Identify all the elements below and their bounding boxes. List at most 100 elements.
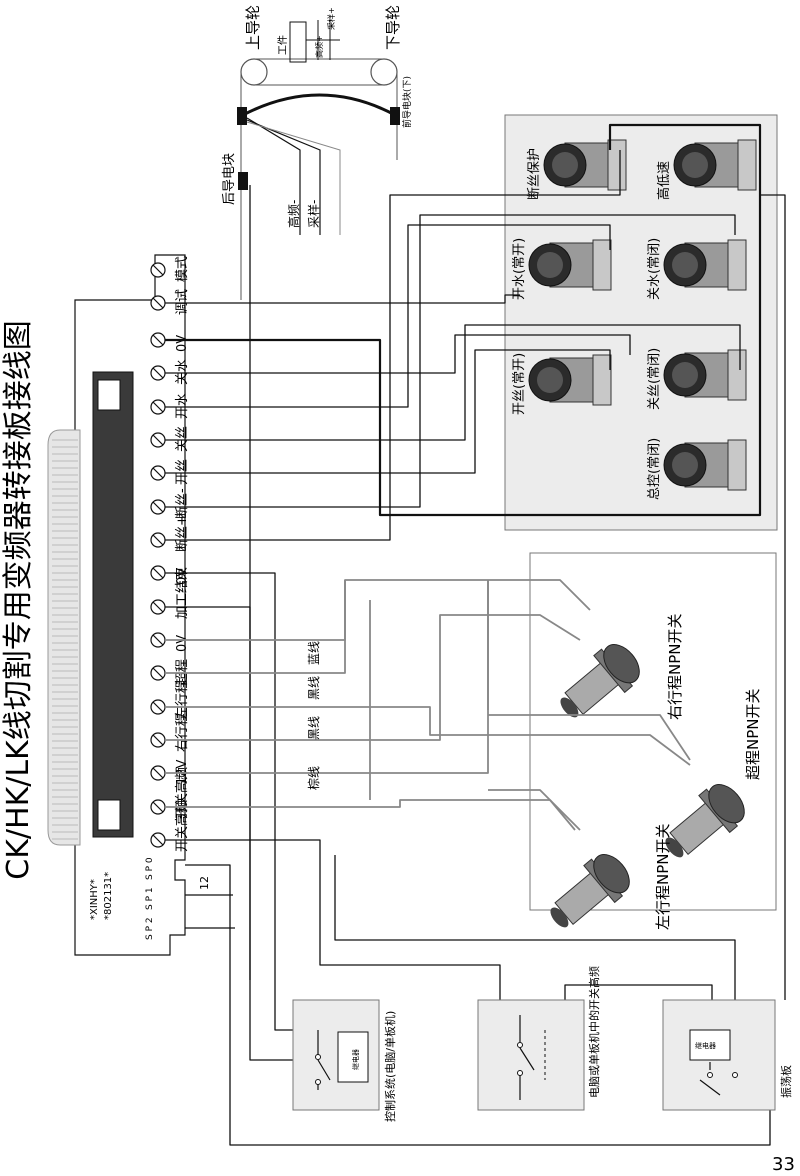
selector-switch: 开丝(常开): [512, 353, 612, 415]
wire: [165, 294, 520, 304]
terminal-screw: 断丝-: [150, 488, 190, 519]
wire: [165, 606, 251, 980]
wire: [165, 579, 591, 641]
page-title: CK/HK/LK线切割专用变频器转接板接线图: [1, 320, 36, 879]
terminal-label: 加工结束: [175, 567, 190, 619]
terminal-label: 0V: [175, 568, 190, 585]
board-code: *802131*: [103, 872, 114, 920]
npn-sensor: [550, 854, 630, 928]
converter-board: *XINHY* *802131* S P 0 S P 1 S P 2 12: [47, 254, 211, 956]
npn-label: 左行程NPN开关: [654, 824, 672, 931]
terminal-screw: 左行程: [150, 680, 190, 719]
switch-label: 关丝(常闭): [647, 348, 662, 410]
sp-value: 12: [198, 876, 211, 890]
hf-plus-label: 高频+: [314, 35, 324, 58]
npn-label: 超程NPN开关: [744, 689, 762, 781]
terminal-label: 0V: [175, 335, 190, 352]
wire: [488, 714, 691, 761]
sp-1: S P 1: [145, 887, 155, 910]
terminal-screw: 加工结束: [150, 567, 190, 619]
wire-color-label: 黑线: [307, 676, 321, 700]
front-block-label: 前导电块(下): [401, 76, 413, 128]
switch-label: 总控(常闭): [647, 438, 662, 500]
wire: [334, 855, 736, 1010]
npn-sensor: [665, 784, 745, 858]
terminal-label: 开水: [175, 393, 190, 419]
wire: [165, 580, 346, 674]
wire: [165, 224, 611, 408]
computer-label: 电脑或单板机中的开关高频: [587, 966, 601, 1098]
terminal-label: 关丝: [175, 426, 190, 452]
rear-conductive-block: [237, 107, 247, 125]
wire: [165, 214, 736, 508]
terminal-label: 0V: [175, 635, 190, 652]
lower-wheel: [370, 58, 398, 86]
bottom-boxes: 继电器 继电器 控制系统(电脑/单板机) 电脑或单板机中的开关高频 振荡板: [292, 966, 793, 1122]
wire: [165, 123, 762, 517]
terminal-screw: 开关高频: [150, 767, 190, 819]
terminal-label: 断丝+: [175, 515, 190, 552]
wire: [185, 864, 771, 1146]
terminal-label: 左行程: [175, 680, 190, 719]
wire-color-label: 蓝线: [307, 641, 321, 665]
wire: [165, 334, 631, 374]
terminal-screw: 模式: [150, 256, 190, 282]
hf-minus-label: 高频-: [286, 200, 301, 228]
selector-switch: 开水(常开): [512, 238, 612, 300]
page-number: 33: [772, 1154, 795, 1175]
switch-label: 断丝保护: [527, 148, 542, 200]
terminal-screw: 0V: [150, 565, 190, 585]
wire: [165, 150, 621, 541]
wire: [165, 324, 741, 441]
lower-wheel-label: 下导轮: [384, 5, 402, 50]
wire: [165, 839, 501, 1015]
terminal-label: 关水: [175, 359, 190, 385]
wire: [165, 799, 576, 831]
oscillator-label: 振荡板: [779, 1065, 793, 1098]
terminal-label: 开关高频: [174, 800, 190, 852]
terminal-label: 开丝: [175, 459, 190, 485]
terminal-screw: 0V: [150, 332, 190, 352]
terminal-screw: 开丝: [150, 459, 190, 485]
terminal-screw: 断丝+: [150, 515, 190, 552]
selector-switch: 断丝保护: [527, 139, 627, 200]
terminal-screw: 0V: [150, 632, 190, 652]
wire: [165, 349, 611, 474]
terminal-screw: 调试: [150, 289, 190, 315]
wire: [249, 185, 293, 1061]
switch-label: 关水(常闭): [647, 238, 662, 300]
rear-block-label: 后导电块: [222, 153, 237, 205]
wire: [165, 572, 293, 1031]
terminal-label: 右行程: [175, 713, 190, 752]
workpiece-label: 工件: [277, 35, 289, 55]
switch-label: 开丝(常开): [512, 353, 527, 415]
sp-2: S P 2: [145, 917, 155, 940]
wire-color-label: 棕线: [306, 766, 321, 790]
relay-label-1: 继电器: [351, 1049, 360, 1070]
terminal-screw: 关水: [150, 359, 190, 385]
board-model: *XINHY*: [89, 879, 100, 920]
terminal-screw: 关丝: [150, 426, 190, 452]
upper-wheel-label: 上导轮: [244, 5, 262, 50]
guide-wheel-section: 上导轮 下导轮 工件 高频+ 采样+ 前导电块(下) 后导电块 高频- 采样-: [222, 5, 413, 300]
wire: [165, 614, 581, 741]
relay-label-2: 继电器: [695, 1041, 716, 1050]
terminal-label: 调试: [175, 289, 190, 315]
switch-label: 高低速: [656, 161, 672, 200]
terminal-strip: 模式调试0V关水开水关丝开丝断丝-断丝+0V加工结束0V超程左行程右行程12V开…: [150, 256, 190, 852]
npn-sensor: [560, 644, 640, 718]
sp-0: S P 0: [145, 857, 155, 880]
terminal-label: 模式: [175, 256, 190, 282]
terminal-label: 断丝-: [175, 488, 190, 519]
selector-switch: 高低速: [656, 139, 757, 200]
terminal-screw: 右行程: [150, 713, 190, 752]
terminal-screw: 开关高频: [150, 800, 190, 852]
terminal-label: 超程: [175, 659, 190, 685]
wire-color-label: 黑线: [307, 716, 321, 740]
npn-label: 右行程NPN开关: [666, 614, 684, 721]
selector-switch: 关水(常闭): [647, 238, 747, 300]
wire: [760, 194, 786, 1000]
